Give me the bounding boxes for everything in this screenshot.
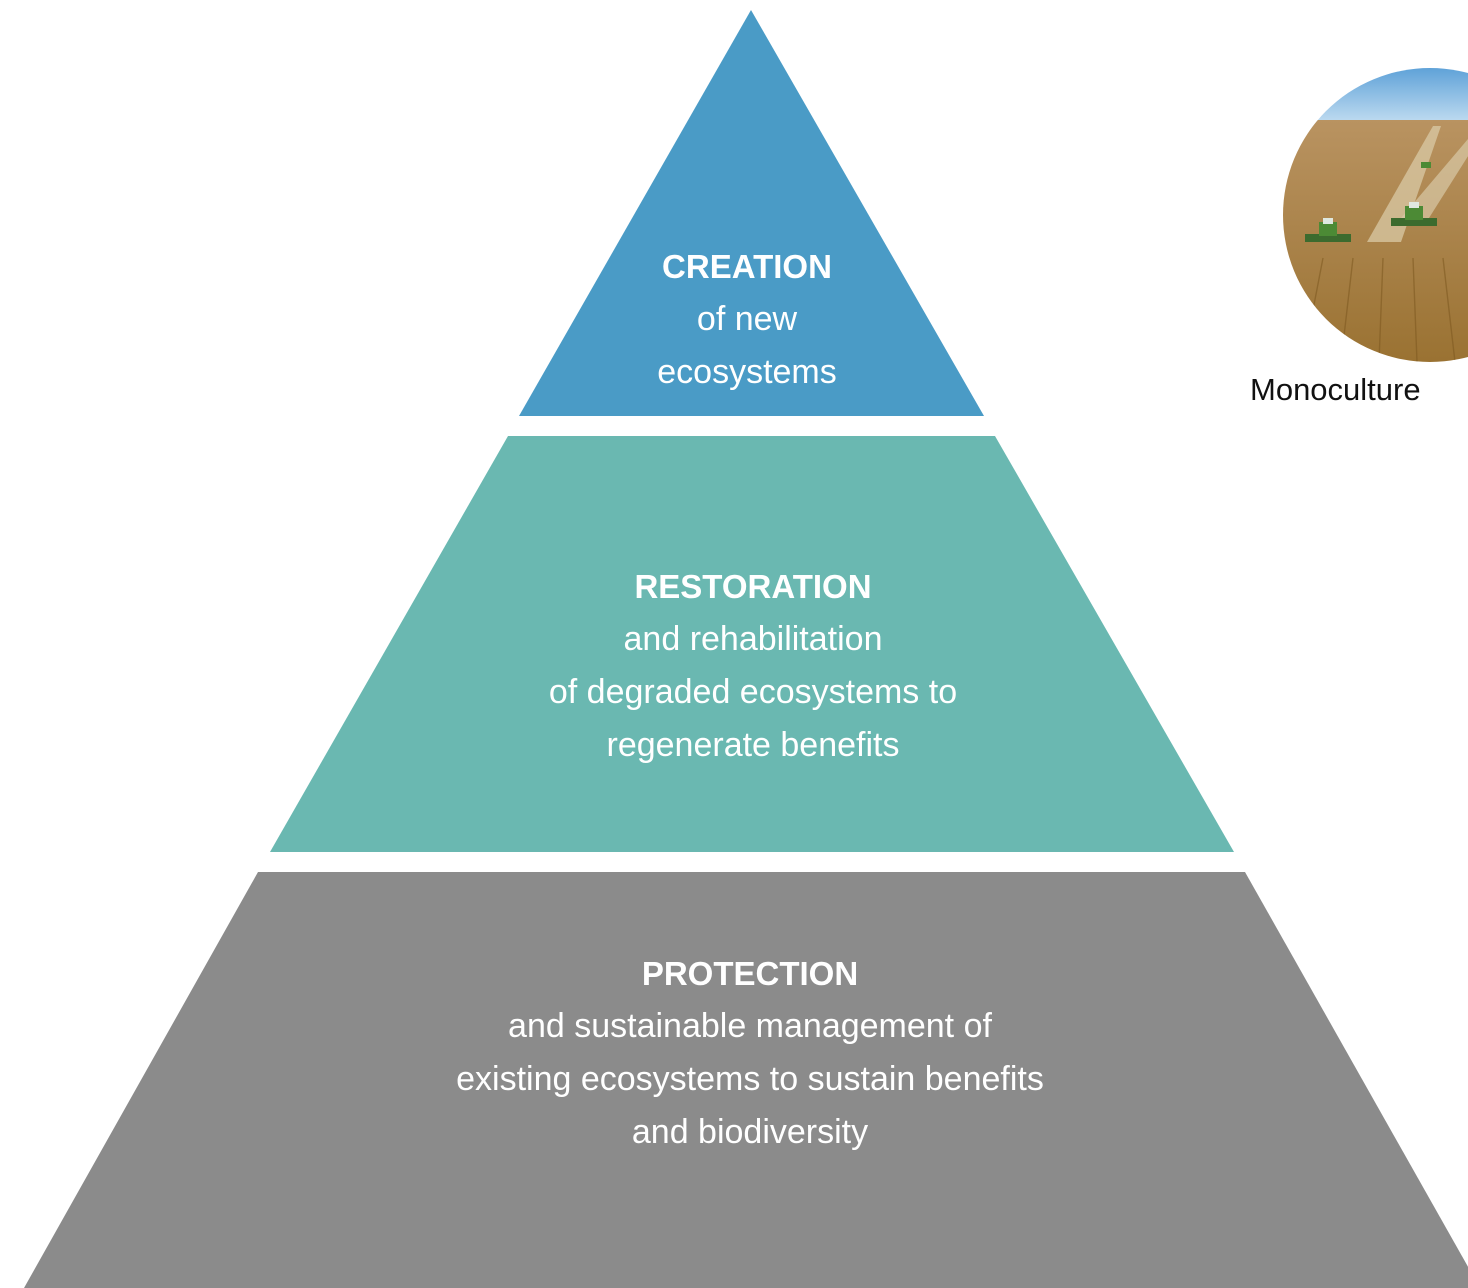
- harvester-icon: [1305, 218, 1351, 242]
- protection-line: and sustainable management of: [508, 1007, 992, 1045]
- protection-line: and biodiversity: [631, 1113, 869, 1151]
- restoration-line: of degraded ecosystems to: [548, 673, 958, 711]
- creation-line: of new: [696, 300, 798, 338]
- creation-heading: CREATION: [662, 248, 832, 285]
- protection-label: PROTECTION and sustainable management of…: [350, 947, 1150, 1159]
- restoration-heading: RESTORATION: [634, 568, 872, 605]
- restoration-tier: [270, 436, 1234, 852]
- creation-tier: [519, 10, 984, 416]
- restoration-line: and rehabilitation: [623, 620, 883, 658]
- protection-line: existing ecosystems to sustain benefits: [456, 1060, 1044, 1098]
- photo-caption: Monoculture: [1250, 372, 1421, 407]
- restoration-label: RESTORATION and rehabilitation of degrad…: [450, 560, 1056, 772]
- protection-tier: [24, 872, 1468, 1288]
- harvester-icon: [1391, 202, 1437, 226]
- creation-line: ecosystems: [657, 353, 837, 391]
- protection-heading: PROTECTION: [641, 955, 859, 992]
- creation-label: CREATION of new ecosystems: [540, 240, 954, 399]
- harvester-icon: [1421, 162, 1431, 168]
- restoration-line: regenerate benefits: [606, 726, 900, 764]
